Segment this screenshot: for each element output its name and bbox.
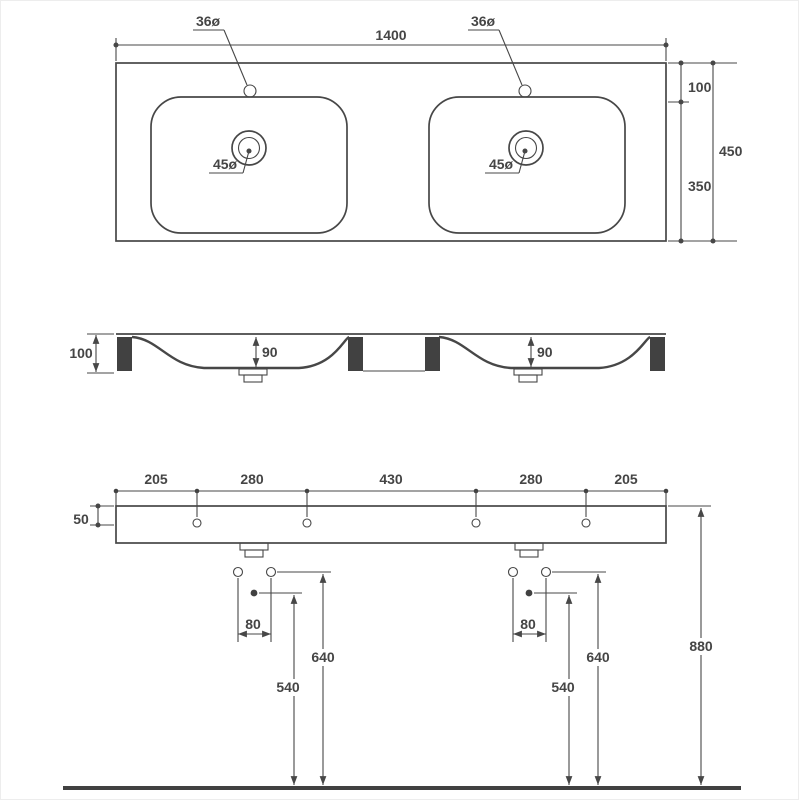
dim-640-left: 640 xyxy=(277,571,339,785)
drain-right-inner xyxy=(514,136,538,160)
installation-view: 205 280 430 280 205 50 xyxy=(63,471,741,790)
label-background xyxy=(307,649,339,666)
label-background xyxy=(582,649,614,666)
callout-drain-right: 45ø xyxy=(485,148,528,174)
dim-top-offset: 50 xyxy=(73,503,114,528)
drain-outlet-right-flange xyxy=(514,542,544,551)
leader-line xyxy=(518,148,528,174)
body-outline xyxy=(115,505,667,544)
bracket-pin xyxy=(525,589,533,597)
dim-540-right: 540 xyxy=(534,592,579,785)
dim-section-height-label: 100 xyxy=(69,345,93,361)
counter-outline xyxy=(115,62,667,242)
label-background xyxy=(272,679,304,696)
dim-top-offset-label: 50 xyxy=(73,511,89,527)
drain-fitting-right-flange xyxy=(513,368,543,376)
dim-depth-label: 450 xyxy=(719,143,743,159)
section-view: 100 90 90 xyxy=(69,333,666,383)
drain-fitting-right-stem xyxy=(518,374,538,383)
dim-spacing-3-label: 430 xyxy=(379,471,403,487)
dim-880-label: 880 xyxy=(689,638,713,654)
dim-spacing-1-label: 205 xyxy=(144,471,168,487)
dim-spacing-4-label: 280 xyxy=(519,471,543,487)
dim-bracket-spacing-left-label: 80 xyxy=(245,616,261,632)
fixing-hole xyxy=(471,518,481,528)
drain-fitting-left-stem xyxy=(243,374,263,383)
dim-spacing-5-label: 205 xyxy=(614,471,638,487)
right-wall-section xyxy=(650,337,665,371)
leader-line xyxy=(242,148,252,174)
bracket-hole xyxy=(507,566,519,578)
fixing-hole xyxy=(581,518,591,528)
label-background xyxy=(547,679,579,696)
dim-basin-depth-left-label: 90 xyxy=(262,344,278,360)
drain-fitting-left-flange xyxy=(238,368,268,376)
mid-right-wall-section xyxy=(425,337,440,371)
left-wall-section xyxy=(117,337,132,371)
bracket-right: 80 xyxy=(507,566,552,642)
dim-basin-depth-right-label: 90 xyxy=(537,344,553,360)
mid-left-wall-section xyxy=(348,337,363,371)
dim-bracket-spacing-right-label: 80 xyxy=(520,616,536,632)
callout-faucet-left: 36ø xyxy=(193,13,248,86)
drain-outlet-left-stem xyxy=(244,549,264,558)
leader-line xyxy=(223,29,248,86)
dim-basin-depth-right: 90 xyxy=(527,337,553,367)
drain-right-outer xyxy=(508,130,544,166)
faucet-hole-right xyxy=(518,84,532,98)
dim-540-right-label: 540 xyxy=(551,679,575,695)
label-background xyxy=(684,638,718,655)
bracket-hole xyxy=(232,566,244,578)
fixing-hole xyxy=(302,518,312,528)
bracket-hole xyxy=(265,566,277,578)
drain-left-inner xyxy=(237,136,261,160)
dim-540-left-label: 540 xyxy=(276,679,300,695)
bracket-hole xyxy=(540,566,552,578)
dim-640-left-label: 640 xyxy=(311,649,335,665)
leader-line xyxy=(498,29,523,86)
bracket-pin xyxy=(250,589,258,597)
drain-dia-left-label: 45ø xyxy=(213,156,238,172)
basin-right-profile xyxy=(438,335,651,370)
bracket-left: 80 xyxy=(232,566,277,642)
dim-spacing-2-label: 280 xyxy=(240,471,264,487)
dim-depths: 100 350 450 xyxy=(668,60,743,244)
basin-left-profile xyxy=(131,335,350,370)
drain-outlet-left-flange xyxy=(239,542,269,551)
dim-basin-depth-left: 90 xyxy=(252,337,278,367)
drain-left-outer xyxy=(231,130,267,166)
drain-dia-right-label: 45ø xyxy=(489,156,514,172)
faucet-dia-left-label: 36ø xyxy=(196,13,221,29)
faucet-hole-left xyxy=(243,84,257,98)
dim-width: 1400 xyxy=(113,27,669,61)
callout-drain-left: 45ø xyxy=(209,148,252,174)
dim-880-overall: 880 xyxy=(668,505,718,785)
fixing-hole xyxy=(192,518,202,528)
faucet-dia-right-label: 36ø xyxy=(471,13,496,29)
callout-faucet-right: 36ø xyxy=(468,13,523,86)
dim-back-offset-label: 100 xyxy=(688,79,712,95)
dim-hole-spacings: 205 280 430 280 205 xyxy=(113,471,669,517)
dim-front-offset-label: 350 xyxy=(688,178,712,194)
dim-section-height: 100 xyxy=(69,333,114,374)
drain-outlet-right-stem xyxy=(519,549,539,558)
dim-640-right-label: 640 xyxy=(586,649,610,665)
dim-540-left: 540 xyxy=(259,592,304,785)
top-view: 1400 36ø 36ø 45ø 45ø xyxy=(113,13,743,244)
dim-640-right: 640 xyxy=(552,571,614,785)
dim-width-label: 1400 xyxy=(375,27,406,43)
